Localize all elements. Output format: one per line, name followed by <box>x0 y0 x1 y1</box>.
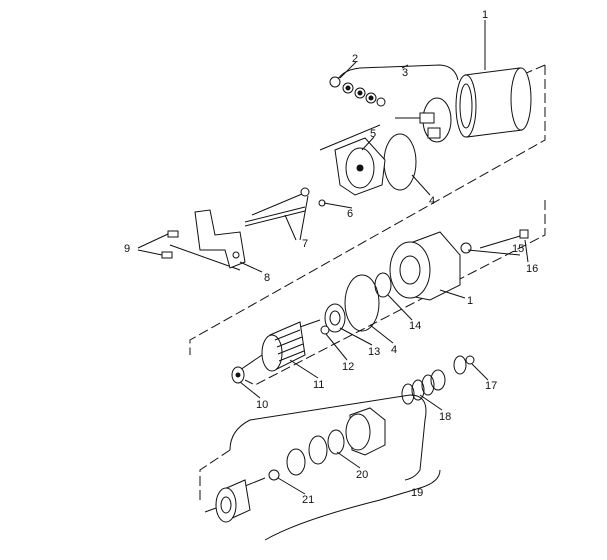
callout-18: 18 <box>439 411 451 423</box>
part-o-ring-14 <box>374 272 392 298</box>
callout-1-yoke: 1 <box>482 9 488 21</box>
part-o-ring-lower <box>344 274 380 332</box>
part-washer-12 <box>320 325 330 335</box>
part-spring-18 <box>401 369 446 405</box>
callout-4-upper: 4 <box>429 195 435 207</box>
callout-9: 9 <box>124 243 130 255</box>
callout-21: 21 <box>302 494 314 506</box>
callout-8: 8 <box>264 272 270 284</box>
part-screws <box>161 230 179 259</box>
callout-4-lower: 4 <box>391 344 397 356</box>
part-brush-holder <box>395 97 452 143</box>
callout-13: 13 <box>368 346 380 358</box>
part-clip-17 <box>465 355 475 365</box>
part-bearing-13 <box>324 303 346 333</box>
callout-2: 2 <box>352 53 358 65</box>
part-through-bolts <box>244 187 310 227</box>
part-overrunning-clutch <box>345 407 386 456</box>
part-gear-housing <box>286 435 328 476</box>
part-bolt-16 <box>479 229 529 249</box>
part-mounting-bracket <box>194 209 246 269</box>
part-washer-18a <box>453 355 467 375</box>
group-brackets <box>169 64 459 541</box>
callout-15: 15 <box>512 243 524 255</box>
leader-lines <box>137 20 529 495</box>
callout-10: 10 <box>256 399 268 411</box>
callout-19: 19 <box>411 487 423 499</box>
callout-6: 6 <box>347 208 353 220</box>
part-o-ring-20 <box>327 429 345 455</box>
part-ring-21 <box>268 469 280 481</box>
callout-5: 5 <box>370 128 376 140</box>
part-end-frame <box>334 137 386 196</box>
callout-16: 16 <box>526 263 538 275</box>
callout-7: 7 <box>302 238 308 250</box>
part-washer-15 <box>460 242 472 254</box>
callout-17: 17 <box>485 380 497 392</box>
part-o-ring-upper <box>383 133 417 191</box>
callout-12: 12 <box>342 361 354 373</box>
callout-1-housing: 1 <box>467 295 473 307</box>
part-nuts-washers <box>329 76 386 107</box>
callout-14: 14 <box>409 320 421 332</box>
part-pinion-gear <box>204 477 266 523</box>
part-bearing-10 <box>231 366 245 384</box>
part-front-housing <box>389 231 461 301</box>
callout-20: 20 <box>356 469 368 481</box>
callout-11: 11 <box>313 379 324 391</box>
part-yoke-housing <box>455 67 532 138</box>
part-armature <box>239 319 321 372</box>
callout-3: 3 <box>402 67 408 79</box>
callout-labels: 1 2 3 5 4 6 7 9 8 15 16 1 14 4 13 12 11 … <box>124 9 538 506</box>
